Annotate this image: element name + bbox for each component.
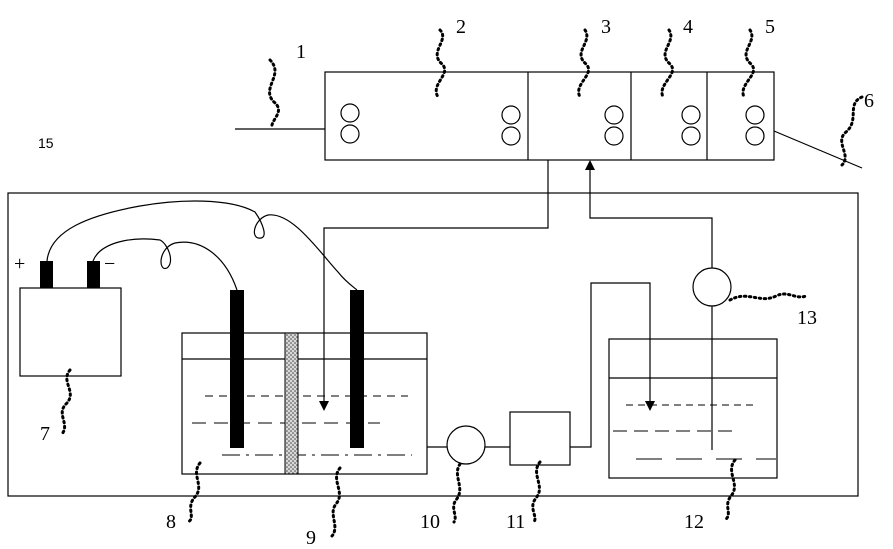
processing-unit-frame	[324, 71, 775, 161]
label-12: 12	[684, 511, 704, 533]
processing-unit	[235, 71, 863, 169]
strip-outlet	[773, 130, 863, 169]
leader-2	[434, 28, 446, 99]
filter-11	[509, 411, 571, 466]
positive-sign: +	[14, 253, 25, 275]
label-10: 10	[420, 511, 440, 533]
return-arrow	[319, 401, 329, 411]
leader-6	[840, 95, 864, 167]
label-2: 2	[456, 16, 466, 38]
power-supply	[19, 261, 122, 377]
leader-1	[268, 58, 280, 130]
filter-to-tank-pipe	[570, 282, 651, 448]
leader-5	[741, 28, 755, 99]
roller-pair-2	[501, 105, 521, 146]
return-line	[323, 160, 549, 405]
label-8: 8	[166, 511, 176, 533]
leader-7	[60, 368, 72, 436]
leader-13	[728, 292, 808, 302]
leader-8	[186, 461, 202, 524]
label-1: 1	[296, 41, 306, 63]
power-supply-body	[19, 287, 122, 377]
roller-pair-3	[604, 105, 624, 146]
label-6: 6	[864, 90, 874, 112]
roller-pair-4	[681, 105, 701, 146]
label-13: 13	[797, 307, 817, 329]
roller-pair-5	[745, 105, 765, 146]
positive-terminal	[40, 261, 53, 288]
tank-body	[608, 338, 778, 479]
leader-11	[531, 460, 542, 524]
electrolytic-cell	[181, 290, 428, 475]
negative-wire	[92, 238, 238, 291]
positive-wire	[46, 200, 358, 291]
system-frame	[7, 192, 859, 497]
cell-tank	[181, 332, 428, 475]
leader-12	[723, 458, 737, 522]
storage-tank	[608, 338, 778, 479]
leader-9	[330, 466, 342, 538]
label-11: 11	[506, 511, 525, 533]
label-7: 7	[40, 423, 50, 445]
label-15: 15	[38, 135, 54, 151]
pump-10	[446, 425, 486, 465]
label-5: 5	[765, 16, 775, 38]
leader-10	[452, 462, 462, 524]
label-4: 4	[683, 16, 693, 38]
supply-arrow	[645, 401, 655, 411]
leader-4	[660, 28, 674, 99]
anode-electrode	[230, 290, 244, 448]
label-3: 3	[601, 16, 611, 38]
negative-sign: −	[104, 253, 115, 275]
tank-to-stage3-line	[589, 164, 713, 450]
stage3-inlet-arrow	[585, 160, 595, 170]
leader-3	[577, 28, 590, 99]
label-9: 9	[306, 527, 316, 549]
negative-terminal	[87, 261, 100, 288]
membrane	[284, 332, 299, 475]
roller-pair-1	[340, 103, 360, 144]
pump-13	[692, 267, 732, 307]
cathode-electrode	[350, 290, 364, 448]
